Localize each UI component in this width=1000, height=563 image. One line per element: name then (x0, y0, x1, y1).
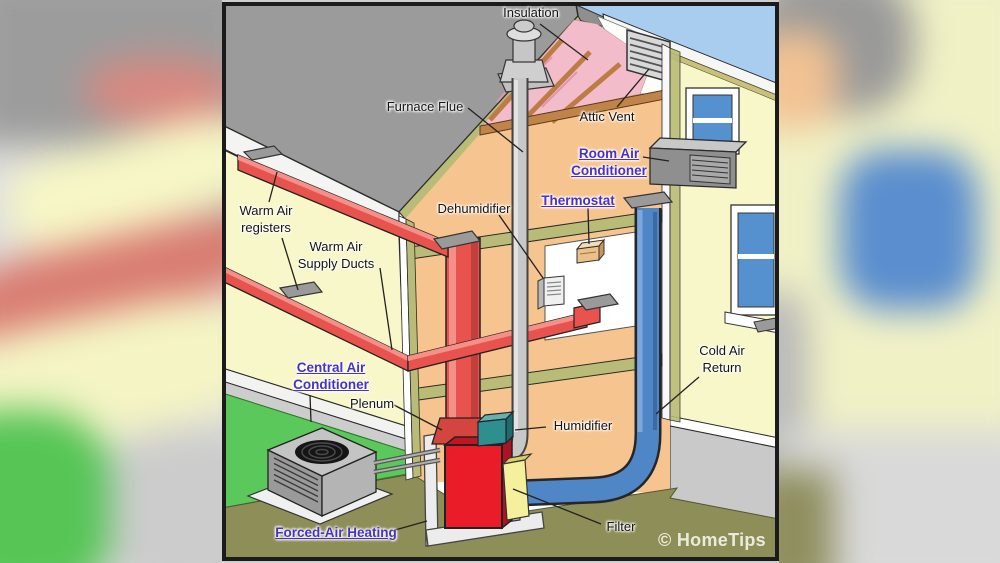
blurred-backdrop-right (779, 0, 1000, 563)
furnace (442, 435, 515, 530)
wall-vent-plate (753, 317, 779, 333)
ac-fan (295, 440, 349, 464)
cold-air-return-duct (517, 191, 674, 507)
hvac-house-diagram (222, 2, 779, 561)
label-furnace-flue: Furnace Flue (386, 99, 464, 114)
warm-air-ducts (222, 145, 620, 445)
thermostat-device (575, 238, 606, 264)
dehumidifier-device (537, 275, 565, 310)
leader-lines (268, 23, 700, 533)
warm-air-register-2 (278, 281, 324, 299)
label-plenum: Plenum (349, 396, 395, 411)
warm-air-upper-duct (237, 145, 449, 258)
warm-air-riser-duct (445, 237, 481, 435)
label-humidifier: Humidifier (553, 418, 613, 433)
hometips-watermark: © HomeTips (658, 530, 766, 550)
label-dehumidifier: Dehumidifier (437, 201, 511, 216)
warm-air-register-1 (242, 145, 284, 161)
blurred-backdrop-left (0, 0, 222, 563)
diagram-panel: Insulation Furnace Flue Attic Vent Room … (222, 2, 779, 561)
ac-louvers (273, 457, 319, 503)
room-ac-unit (648, 137, 748, 189)
label-attic-vent: Attic Vent (579, 109, 635, 124)
warm-air-register-top (432, 230, 482, 250)
lower-window (724, 204, 779, 334)
central-ac-unit (246, 427, 441, 525)
refrigerant-pipes (373, 447, 441, 475)
diagram-border (222, 2, 779, 561)
cutaway-corner-bands (398, 215, 422, 481)
chimney-cap (499, 19, 549, 83)
humidifier (476, 410, 515, 447)
warm-air-mid-duct (222, 265, 409, 373)
label-insulation: Insulation (503, 5, 559, 20)
warm-air-branch-duct (407, 293, 620, 372)
cold-air-register-top (622, 191, 674, 209)
warm-air-register-3 (576, 293, 620, 311)
label-thermostat[interactable]: Thermostat (541, 193, 615, 208)
label-filter: Filter (606, 519, 636, 534)
label-forced-air-heating[interactable]: Forced-Air Heating (275, 525, 397, 540)
